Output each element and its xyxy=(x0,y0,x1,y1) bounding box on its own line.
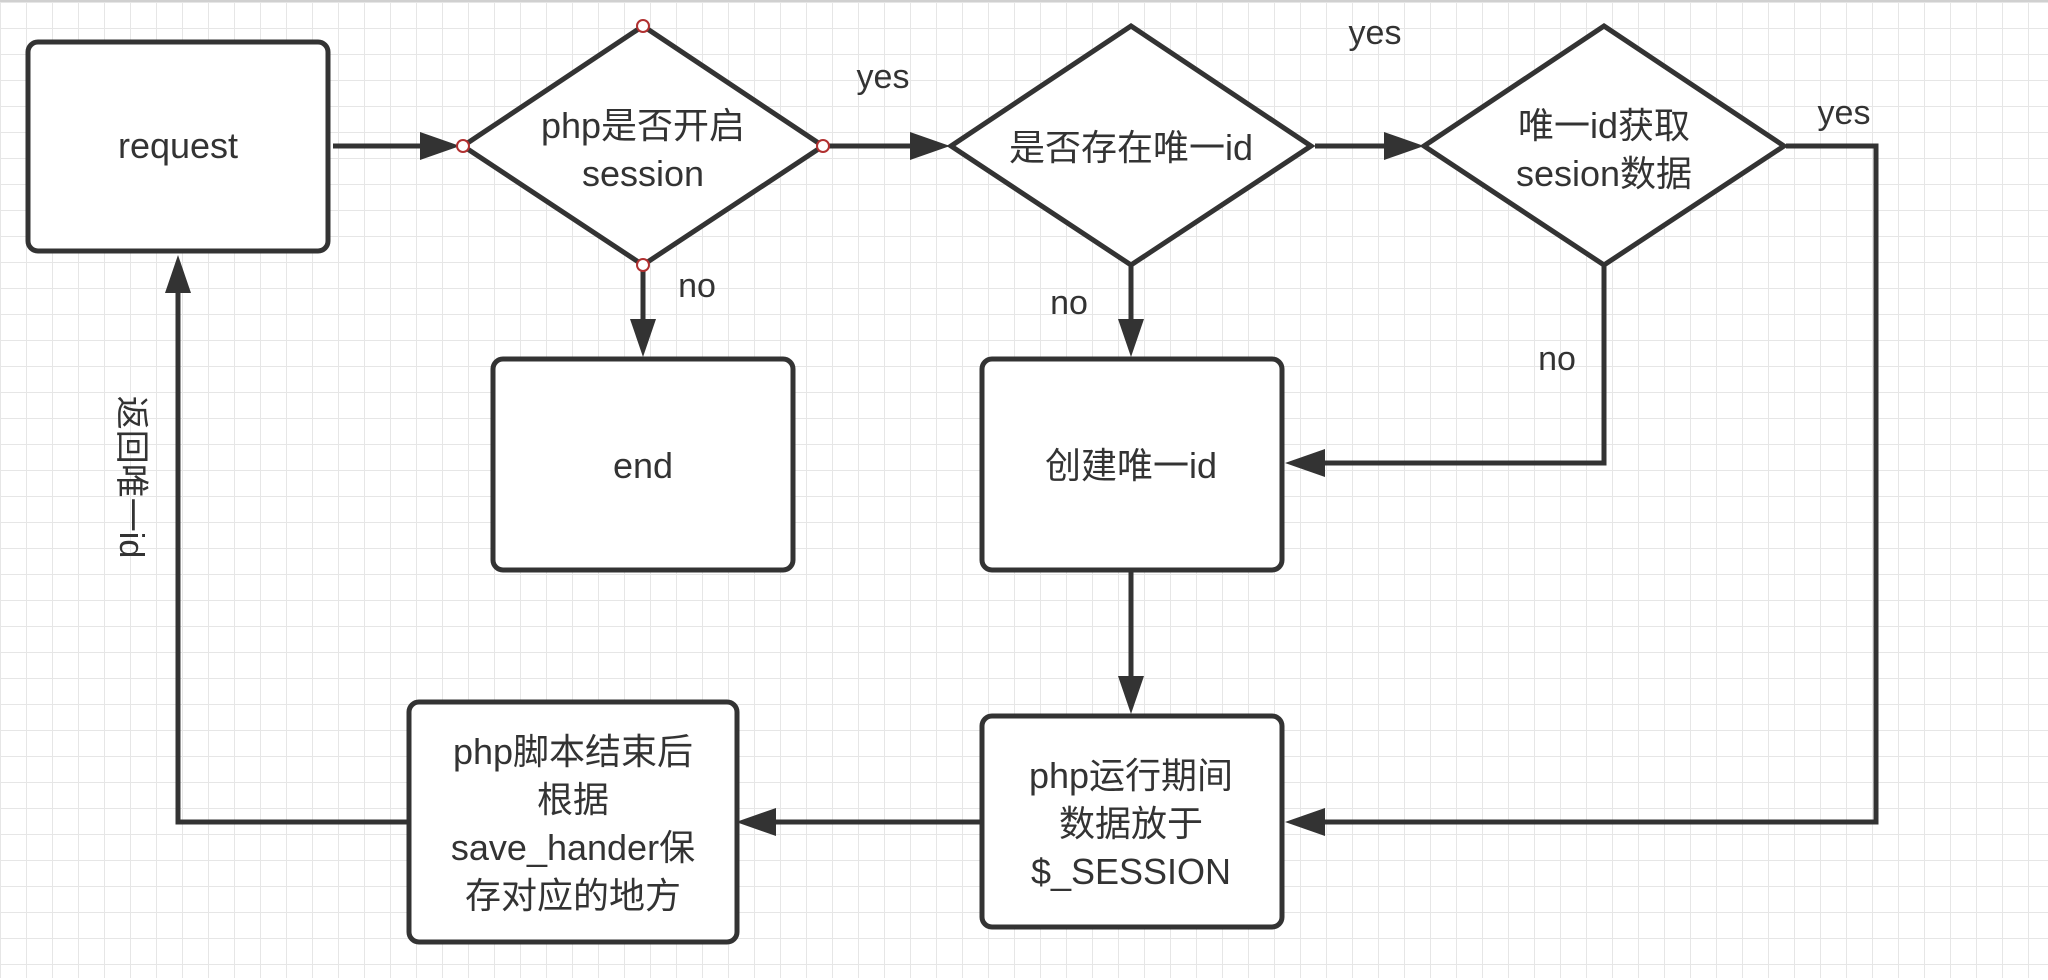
node-get-session-data-label-line2: sesion数据 xyxy=(1516,153,1692,194)
edge-label-return-unique-id: 返回唯一id xyxy=(112,396,150,558)
node-create-unique-id[interactable]: 创建唯一id xyxy=(979,356,1285,573)
node-end-label: end xyxy=(613,445,673,486)
node-get-session-data-label-line1: 唯一id获取 xyxy=(1518,105,1690,146)
connection-handle[interactable] xyxy=(636,19,650,33)
node-php-session-label-line1: php是否开启 xyxy=(541,105,745,146)
arrowhead xyxy=(736,808,776,836)
arrowhead xyxy=(165,255,191,293)
node-has-unique-id-check[interactable]: 是否存在唯一id xyxy=(946,22,1316,268)
node-runtime-label-line3: $_SESSION xyxy=(1031,851,1231,892)
node-php-session-check[interactable]: php是否开启 session xyxy=(456,19,830,272)
arrowhead xyxy=(910,132,950,160)
edges xyxy=(165,132,1879,836)
edge-script-end-to-request xyxy=(175,287,408,825)
connection-handle[interactable] xyxy=(816,139,830,153)
arrowhead xyxy=(1384,132,1424,160)
edge-label-no-session: no xyxy=(678,267,716,305)
node-script-end-label-line1: php脚本结束后 xyxy=(453,731,693,772)
edge-get-data-no-to-create-id xyxy=(1318,265,1607,466)
arrowhead xyxy=(1285,449,1325,477)
node-php-session-label-line2: session xyxy=(582,153,704,194)
edge-label-no-unique-id: no xyxy=(1050,284,1088,322)
arrowhead xyxy=(1285,808,1325,836)
edge-get-data-yes-to-runtime xyxy=(1318,143,1879,825)
edge-label-yes-session: yes xyxy=(857,58,910,96)
edge-label-yes-get-data: yes xyxy=(1818,94,1871,132)
edge-label-no-get-data: no xyxy=(1538,340,1576,378)
connection-handle[interactable] xyxy=(636,258,650,272)
arrowhead xyxy=(630,319,656,357)
node-runtime-label-line1: php运行期间 xyxy=(1029,755,1233,796)
node-runtime-label-line2: 数据放于 xyxy=(1059,803,1203,844)
node-script-end-label-line3: save_hander保 xyxy=(451,827,695,868)
arrowhead xyxy=(420,132,460,160)
edge-label-yes-unique-id: yes xyxy=(1349,14,1402,52)
node-create-unique-id-label: 创建唯一id xyxy=(1045,445,1217,486)
node-request[interactable]: request xyxy=(25,39,331,254)
node-has-unique-id-label: 是否存在唯一id xyxy=(1009,127,1253,168)
node-script-end-save[interactable]: php脚本结束后 根据 save_hander保 存对应的地方 xyxy=(406,699,740,945)
node-script-end-label-line2: 根据 xyxy=(537,779,609,820)
node-script-end-label-line4: 存对应的地方 xyxy=(465,875,681,916)
node-runtime-session-storage[interactable]: php运行期间 数据放于 $_SESSION xyxy=(979,713,1285,930)
connection-handle[interactable] xyxy=(456,139,470,153)
node-end[interactable]: end xyxy=(490,356,796,573)
arrowhead xyxy=(1118,676,1144,714)
arrowhead xyxy=(1118,319,1144,357)
node-request-label: request xyxy=(118,125,238,166)
node-get-session-data-check[interactable]: 唯一id获取 sesion数据 xyxy=(1419,22,1789,268)
